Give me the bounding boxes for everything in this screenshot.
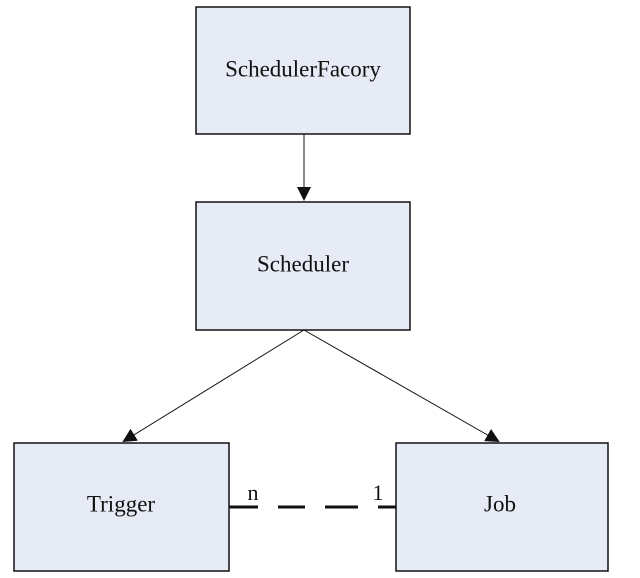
trigger-box: [13, 442, 230, 572]
job-label: Job: [484, 491, 516, 516]
arrow-scheduler-to-trigger: [122, 329, 305, 443]
job-node: Job: [395, 442, 609, 572]
scheduler-label: Scheduler: [257, 251, 349, 276]
trigger-node: Trigger: [13, 442, 230, 572]
arrow-scheduler-to-job: [303, 329, 500, 442]
trigger-multiplicity-label: n: [248, 480, 259, 505]
trigger-label: Trigger: [87, 491, 155, 516]
scheduler-node: Scheduler: [195, 201, 411, 331]
job-box: [395, 442, 609, 572]
scheduler-box: [195, 201, 411, 331]
scheduler-factory-node: SchedulerFacory: [195, 6, 411, 135]
job-multiplicity-label: 1: [373, 480, 384, 505]
scheduler-factory-box: [195, 6, 411, 135]
scheduler-factory-label: SchedulerFacory: [225, 56, 381, 81]
